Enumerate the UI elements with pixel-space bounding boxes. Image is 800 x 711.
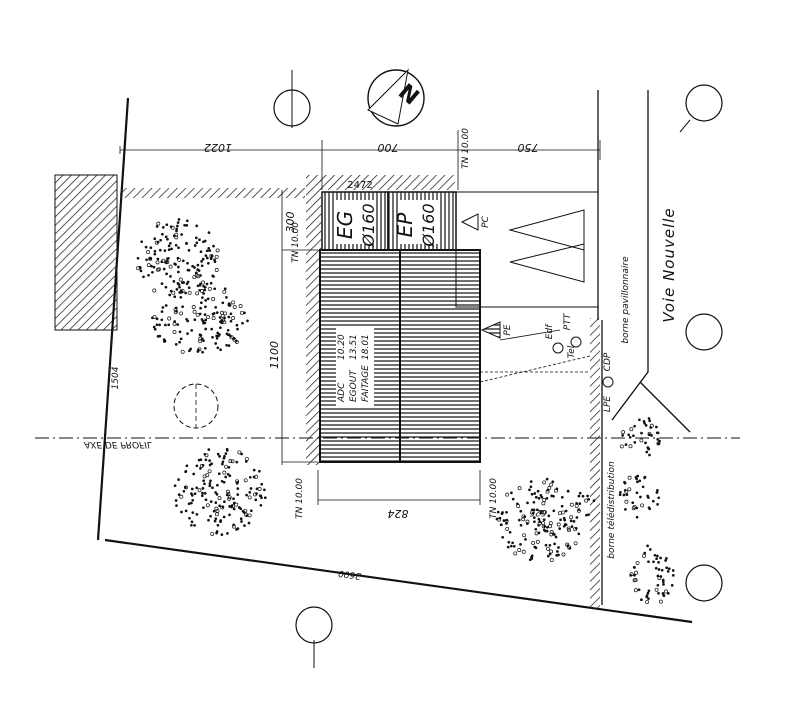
- street-light-markers: [273, 70, 723, 668]
- neighbor-building-hatch: [54, 174, 118, 331]
- svg-text:ADC: ADC: [337, 382, 347, 403]
- parking-area: [455, 191, 599, 308]
- pc-symbol: [460, 213, 479, 231]
- dim-top-left: 1022: [204, 141, 232, 154]
- svg-text:18.01: 18.01: [361, 334, 371, 360]
- cdp-label: CDP: [603, 352, 613, 371]
- ptt-marker: [570, 336, 582, 348]
- dim-top-right: 750: [518, 141, 539, 154]
- garage-b-top: EP: [393, 212, 417, 238]
- tn-top: TN 10.00: [461, 128, 471, 169]
- garage-a-bottom: Ø160: [359, 203, 378, 247]
- trees-vegetation: [136, 218, 675, 604]
- removed-tree: [173, 383, 219, 429]
- garage-shadow-top: [320, 175, 455, 190]
- house-length: 824: [388, 507, 409, 520]
- lpe-label: LPE: [603, 396, 613, 412]
- house-depth: 1100: [268, 341, 281, 369]
- dim-top-mid: 700: [378, 141, 399, 154]
- road-name: Voie Nouvelle: [660, 207, 678, 322]
- north-arrow: N: [367, 68, 425, 127]
- left-edge-dim: 1504: [111, 366, 121, 389]
- edf-label: Edf: [545, 323, 555, 339]
- tn-left-bottom: TN 10.00: [295, 478, 305, 519]
- axis-label: AXE DE PROFIL: [83, 439, 152, 449]
- pe-symbol: [480, 321, 501, 339]
- garage-a-top: EG: [333, 211, 357, 239]
- bottom-edge-dim: 2600: [337, 567, 361, 580]
- garage-depth: 300: [284, 212, 297, 233]
- tn-left-top: TN 10.00: [291, 222, 301, 263]
- borne-pavillonnaire: borne pavillonnaire: [621, 256, 631, 344]
- house-wing-right: [399, 249, 481, 463]
- tel-label: Tel: [567, 345, 577, 358]
- building-shadow: [306, 175, 321, 465]
- house-heights: ADC 10.20 EGOUT 13.51 FAITAGE 18.01: [337, 334, 371, 403]
- boundary-wall-hatch: [120, 188, 305, 198]
- svg-text:13.51: 13.51: [349, 334, 359, 360]
- pe-label: PE: [503, 324, 513, 335]
- garage-b-bottom: Ø160: [419, 203, 438, 247]
- edf-marker: [552, 342, 564, 354]
- ptt-label: PTT: [563, 312, 573, 330]
- svg-text:10.20: 10.20: [337, 334, 347, 360]
- svg-text:EGOUT: EGOUT: [349, 369, 359, 402]
- pc-label: PC: [481, 215, 491, 227]
- network-lines: [479, 329, 591, 383]
- road-edges: [590, 90, 691, 608]
- svg-text:FAITAGE: FAITAGE: [361, 365, 371, 402]
- tn-right-bottom: TN 10.00: [489, 478, 499, 519]
- borne-teledistribution: borne télédistribution: [606, 461, 617, 559]
- cdp-marker: [602, 376, 614, 388]
- side-right-dim: 626: [529, 507, 546, 517]
